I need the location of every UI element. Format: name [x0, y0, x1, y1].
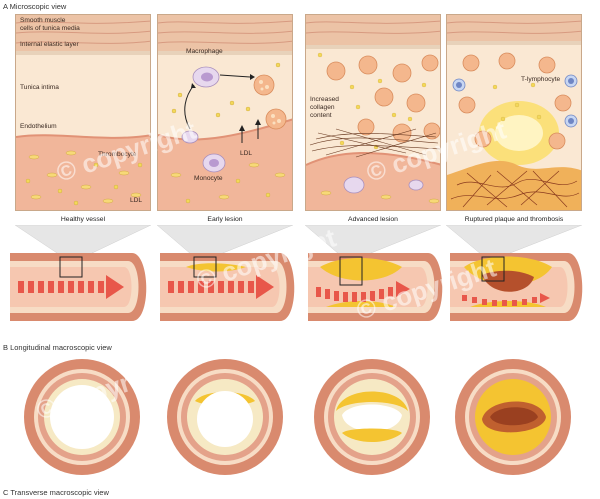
label-ldl-early: LDL — [240, 150, 253, 157]
label-collagen: collagen — [310, 104, 335, 111]
label-internal-elastic-layer: Internal elastic layer — [20, 41, 79, 48]
label-t-lymphocyte: T-lymphocyte — [521, 76, 561, 83]
longitudinal-views — [10, 225, 583, 321]
longitudinal-vessel-early — [160, 253, 295, 321]
caption-early-lesion: Early lesion — [207, 216, 243, 223]
panel-ruptured-plaque: T-lymphocyte — [446, 14, 582, 211]
caption-healthy-vessel: Healthy vessel — [60, 216, 106, 223]
transverse-vessel-advanced — [314, 359, 430, 475]
section-a-label: A Microscopic view — [3, 2, 67, 11]
section-b-label: B Longitudinal macroscopic view — [3, 343, 112, 352]
transverse-vessel-early — [167, 359, 283, 475]
label-monocyte: Monocyte — [194, 175, 223, 182]
transverse-views — [24, 359, 571, 475]
label-tunica-media: cells of tunica media — [20, 25, 80, 32]
panel-advanced-lesion: Increased collagen content — [305, 14, 441, 211]
label-thrombocyte: Thrombocyte — [98, 151, 137, 158]
label-increased: Increased — [310, 96, 339, 103]
panel-healthy-vessel: Smooth muscle cells of tunica media Inte… — [15, 14, 151, 211]
healthy-vessel-illustration — [16, 15, 150, 210]
label-content: content — [310, 112, 332, 119]
label-macrophage: Macrophage — [186, 48, 223, 55]
panel-early-lesion: Macrophage LDL Monocyte — [157, 14, 293, 211]
transverse-vessel-ruptured — [455, 359, 571, 475]
ruptured-plaque-illustration — [447, 15, 581, 210]
section-c-label: C Transverse macroscopic view — [3, 488, 109, 497]
longitudinal-vessel-advanced — [308, 253, 443, 321]
label-ldl: LDL — [130, 197, 143, 204]
transverse-vessel-healthy — [24, 359, 140, 475]
caption-advanced-lesion: Advanced lesion — [348, 216, 398, 223]
longitudinal-vessel-ruptured — [450, 253, 583, 321]
advanced-lesion-illustration — [306, 15, 440, 210]
longitudinal-vessel-healthy — [10, 253, 147, 321]
early-lesion-illustration — [158, 15, 292, 210]
label-endothelium: Endothelium — [20, 123, 57, 130]
caption-ruptured-plaque: Ruptured plaque and thrombosis — [464, 216, 564, 223]
label-smooth-muscle: Smooth muscle — [20, 17, 66, 24]
label-tunica-intima: Tunica intima — [20, 84, 59, 91]
